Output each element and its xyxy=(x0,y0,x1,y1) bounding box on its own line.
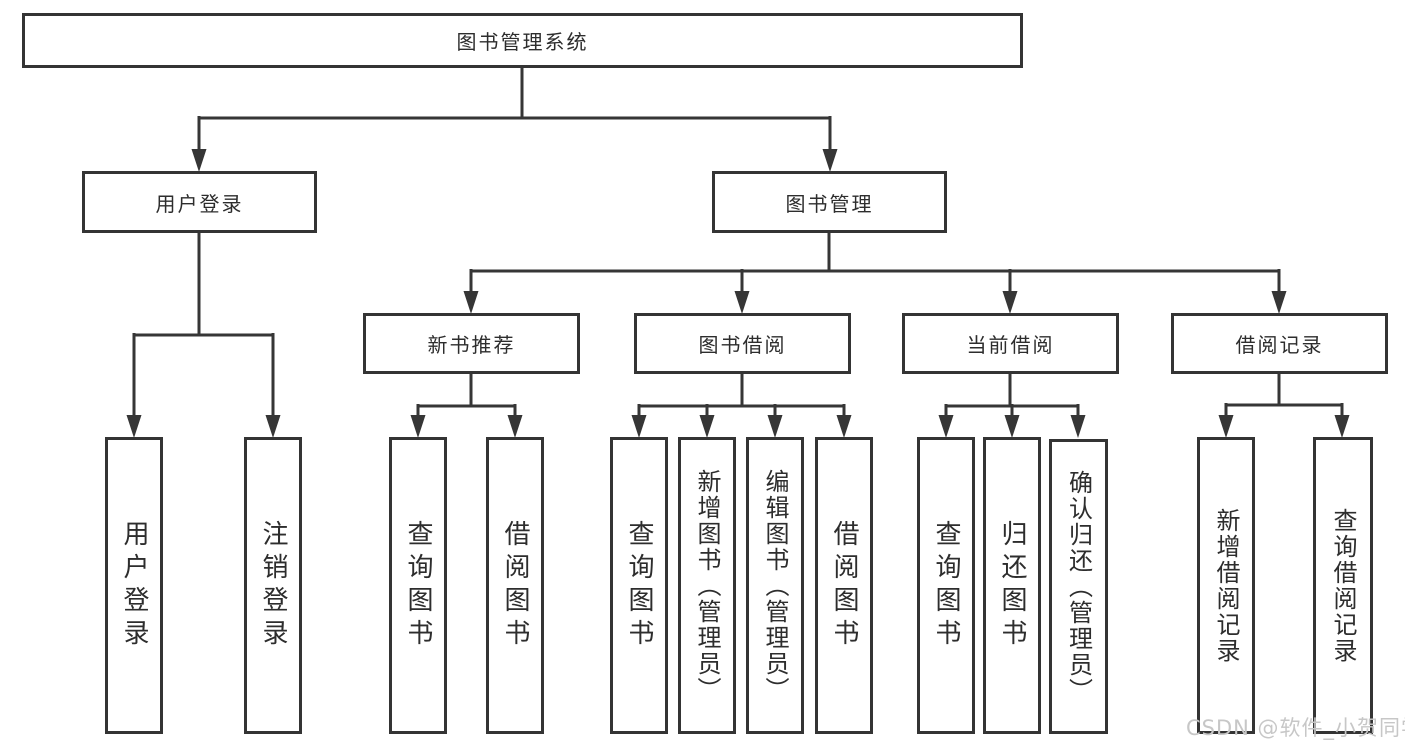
leaf-query-books-current: 查询图书 xyxy=(917,437,975,734)
csdn-watermark: CSDN @软件_小贺同学 xyxy=(1186,716,1405,740)
node-user-login: 用户登录 xyxy=(82,171,317,233)
leaf-edit-book-admin: 编辑图书（管理员） xyxy=(746,437,804,734)
leaf-borrow-books-recommendation: 借阅图书 xyxy=(486,437,544,734)
node-book-management: 图书管理 xyxy=(712,171,947,233)
leaf-user-login: 用户登录 xyxy=(105,437,163,734)
leaf-query-borrow-record: 查询借阅记录 xyxy=(1313,437,1373,734)
leaf-add-book-admin: 新增图书（管理员） xyxy=(678,437,736,734)
node-new-book-recommendation: 新书推荐 xyxy=(363,313,580,374)
node-borrowing-records: 借阅记录 xyxy=(1171,313,1388,374)
arrowhead-icons xyxy=(126,149,1350,438)
leaf-confirm-return-admin: 确认归还（管理员） xyxy=(1049,439,1108,734)
leaf-add-borrow-record: 新增借阅记录 xyxy=(1197,437,1255,734)
leaf-return-books: 归还图书 xyxy=(983,437,1041,734)
node-library-management-system: 图书管理系统 xyxy=(22,13,1023,68)
leaf-query-books-borrowing: 查询图书 xyxy=(610,437,668,734)
leaf-borrow-books-borrowing: 借阅图书 xyxy=(815,437,873,734)
leaf-query-books-recommendation: 查询图书 xyxy=(389,437,447,734)
node-book-borrowing: 图书借阅 xyxy=(634,313,851,374)
node-current-borrowing: 当前借阅 xyxy=(902,313,1119,374)
leaf-logout: 注销登录 xyxy=(244,437,302,734)
